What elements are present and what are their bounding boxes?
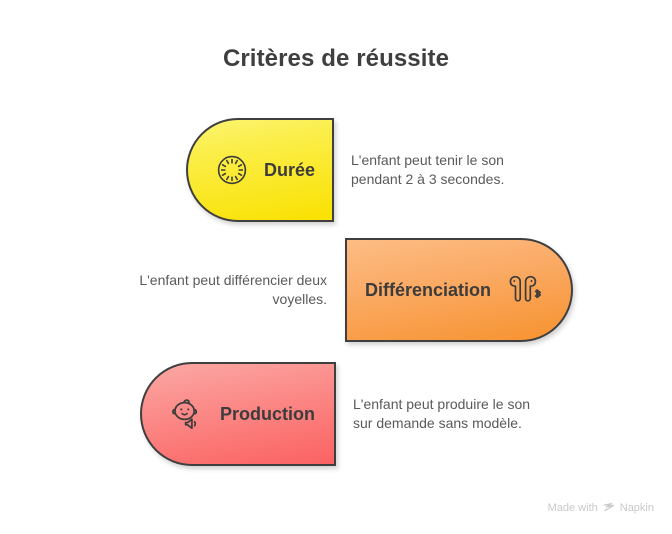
criteria-row-duree: Durée L'enfant peut tenir le son pendant… bbox=[186, 118, 536, 222]
pill-label-duree: Durée bbox=[264, 159, 316, 180]
pill-production[interactable]: Production bbox=[140, 362, 336, 466]
napkin-logo-icon bbox=[603, 502, 615, 514]
clock-icon bbox=[214, 152, 250, 188]
pill-label-production: Production bbox=[220, 403, 315, 424]
description-production: L'enfant peut produire le son sur demand… bbox=[353, 396, 531, 431]
watermark-brand: Napkin bbox=[619, 502, 654, 514]
earbuds-bluetooth-icon bbox=[507, 271, 545, 309]
watermark[interactable]: Made with Napkin bbox=[548, 502, 654, 514]
description-differenciation: L'enfant peut différencier deux voyelles… bbox=[139, 272, 327, 307]
baby-speaker-icon bbox=[168, 395, 206, 433]
pill-differenciation[interactable]: Différenciation bbox=[345, 238, 573, 342]
criteria-row-production: Production L'enfant peut produire le son… bbox=[140, 362, 538, 466]
pill-duree[interactable]: Durée bbox=[186, 118, 334, 222]
watermark-prefix: Made with bbox=[547, 502, 598, 514]
criteria-row-differenciation: L'enfant peut différencier deux voyelles… bbox=[115, 238, 573, 342]
pill-label-differenciation: Différenciation bbox=[364, 279, 491, 300]
page-title: Critères de réussite bbox=[222, 45, 450, 72]
description-duree: L'enfant peut tenir le son pendant 2 à 3… bbox=[351, 152, 505, 187]
